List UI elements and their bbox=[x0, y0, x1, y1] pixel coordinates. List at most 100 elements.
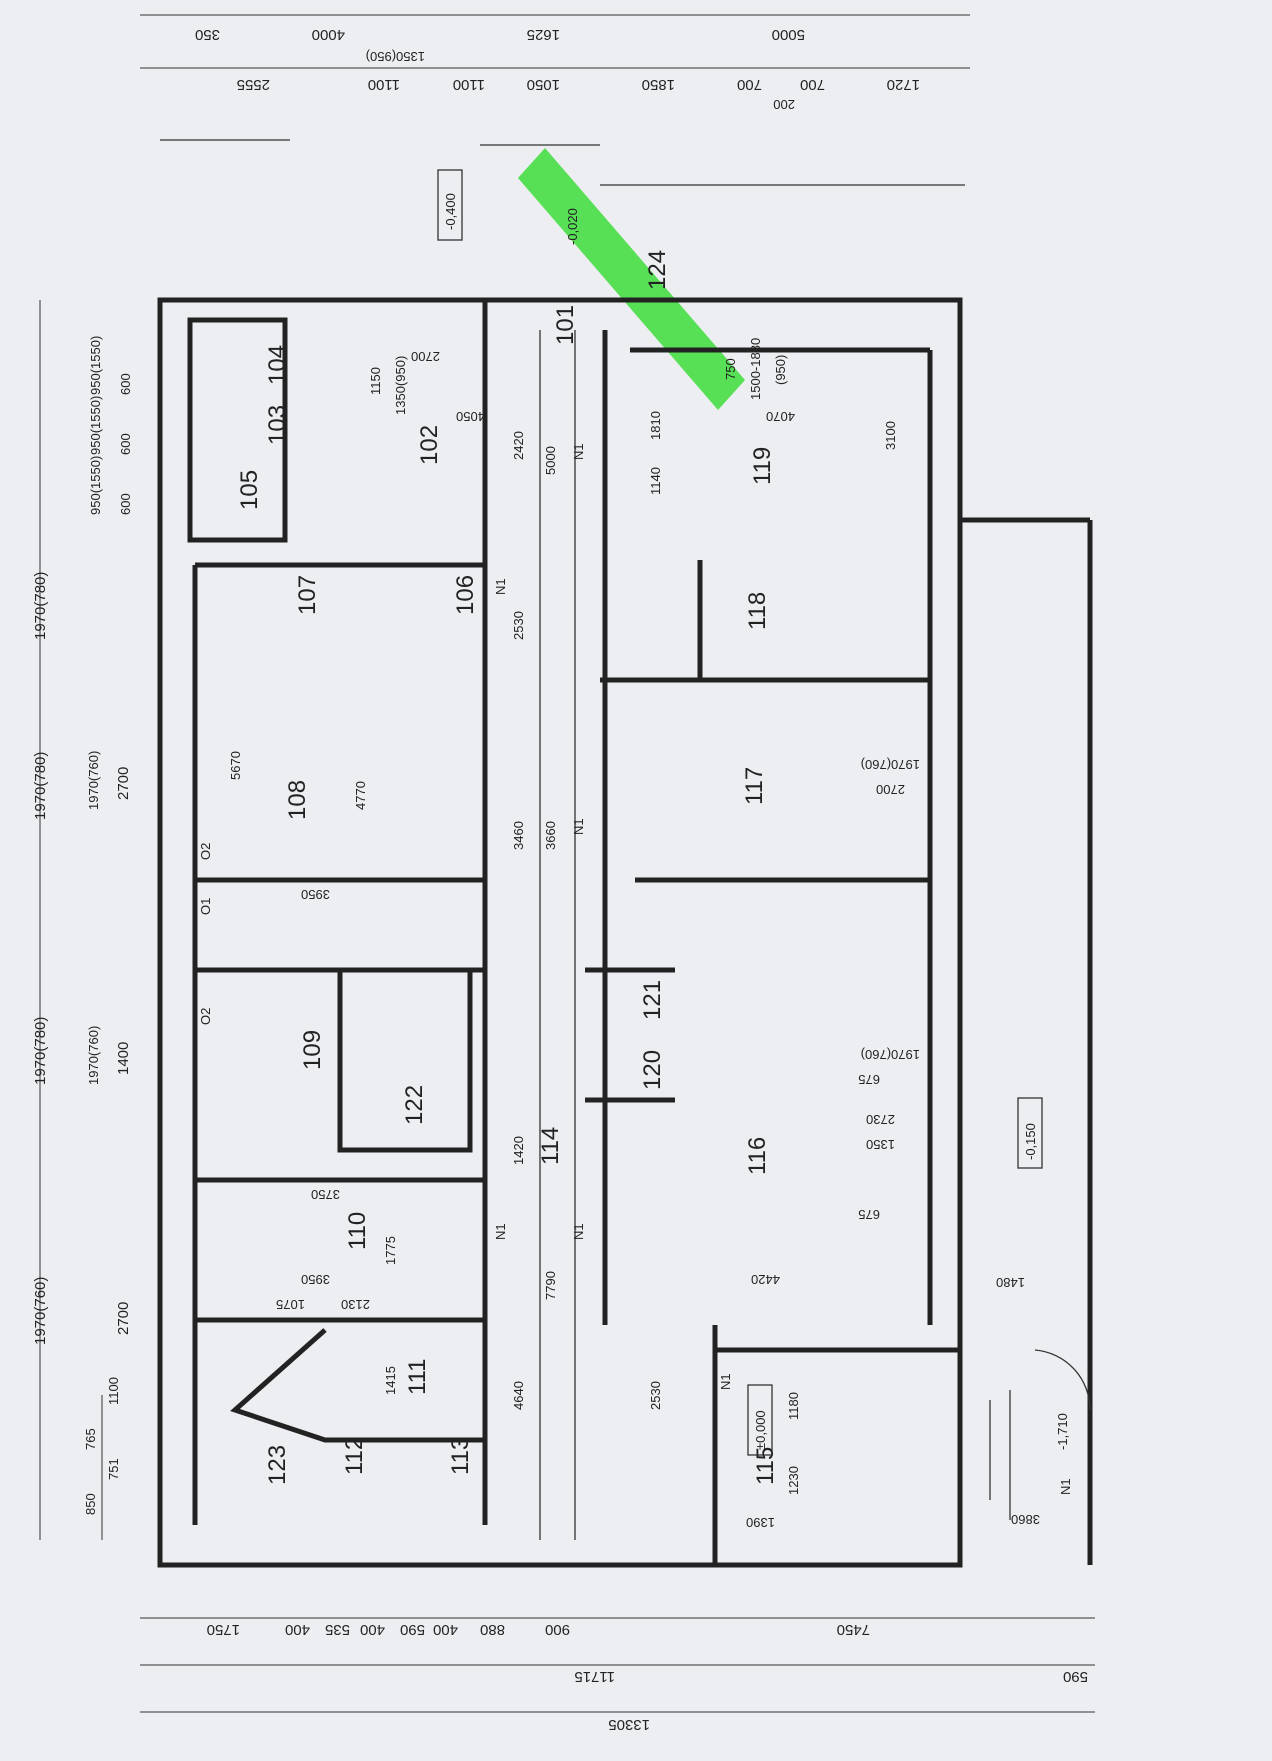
dim-label: 400 bbox=[285, 1621, 310, 1638]
room-121: 121 bbox=[639, 980, 666, 1020]
room-122: 122 bbox=[401, 1085, 428, 1125]
dim-label: 600 bbox=[118, 373, 133, 395]
dim-label: 1970(760) bbox=[861, 1047, 920, 1062]
dim-label: 2700 bbox=[876, 782, 905, 797]
dim-label: 535 bbox=[325, 1621, 350, 1638]
dim-label: 3100 bbox=[883, 421, 898, 450]
dim-label: 4640 bbox=[511, 1381, 526, 1410]
dim-label: 1970(760) bbox=[861, 757, 920, 772]
dim-label: 3660 bbox=[543, 821, 558, 850]
dim-label: 1750 bbox=[207, 1621, 240, 1638]
mark-o1: O1 bbox=[198, 898, 213, 915]
dim-label: 1350(950) bbox=[393, 356, 408, 415]
dim-label: 700 bbox=[737, 76, 762, 93]
room-120: 120 bbox=[639, 1050, 666, 1090]
mark-n1: N1 bbox=[571, 1223, 586, 1240]
dim-label: 751 bbox=[106, 1458, 121, 1480]
dim-label: 675 bbox=[858, 1072, 880, 1087]
dim-label: 590 bbox=[400, 1621, 425, 1638]
room-119: 119 bbox=[749, 447, 776, 485]
dim-label: 2730 bbox=[866, 1112, 895, 1127]
dim-label: 600 bbox=[118, 433, 133, 455]
room-108: 108 bbox=[284, 780, 311, 820]
dim-label: 2530 bbox=[648, 1381, 663, 1410]
dim-label: 1140 bbox=[648, 467, 663, 495]
mark-n1: N1 bbox=[493, 1223, 508, 1240]
dim-label: 750 bbox=[723, 358, 738, 380]
dim-label: 950(1550) bbox=[88, 396, 103, 455]
room-109: 109 bbox=[299, 1030, 326, 1070]
dim-label: 4770 bbox=[353, 781, 368, 810]
dim-label: 7790 bbox=[543, 1271, 558, 1300]
room-106: 106 bbox=[452, 575, 479, 615]
dim-label: 950(1550) bbox=[88, 456, 103, 515]
dim-label: 1970(760) bbox=[86, 1026, 101, 1085]
dim-label: 400 bbox=[360, 1621, 385, 1638]
room-124: 124 bbox=[644, 250, 671, 290]
dim-label: 1420 bbox=[511, 1136, 526, 1165]
dim-label: 3460 bbox=[511, 821, 526, 850]
dim-label: 1970(780) bbox=[32, 1017, 49, 1085]
dim-label: 700 bbox=[800, 76, 825, 93]
elevation-label: ±0,000 bbox=[753, 1410, 768, 1450]
elevation-box bbox=[747, 1384, 773, 1456]
dim-label: 1970(760) bbox=[86, 751, 101, 810]
elevation-label: -0,020 bbox=[565, 208, 580, 245]
dim-label: 3950 bbox=[301, 1272, 330, 1287]
highlight-room-124 bbox=[518, 148, 745, 410]
mark-n1: N1 bbox=[571, 818, 586, 835]
mark-n1: N1 bbox=[571, 443, 586, 460]
dim-label: 850 bbox=[83, 1493, 98, 1515]
room-118: 118 bbox=[744, 592, 771, 630]
dim-label: 1050 bbox=[527, 76, 560, 93]
dim-label: 1500-1880 bbox=[748, 338, 763, 400]
dim-label: 200 bbox=[773, 97, 795, 112]
dim-label: 1075 bbox=[276, 1297, 305, 1312]
dim-label: 4420 bbox=[751, 1272, 780, 1287]
room-114: 114 bbox=[537, 1127, 564, 1165]
elevation-label: -1,710 bbox=[1055, 1413, 1070, 1450]
dim-label: 2700 bbox=[115, 1302, 132, 1335]
dim-label: 1350 bbox=[866, 1137, 895, 1152]
dim-label: 5000 bbox=[543, 446, 558, 475]
dim-label: 1415 bbox=[383, 1366, 398, 1395]
mark-n1: N1 bbox=[493, 578, 508, 595]
dim-label: (950) bbox=[773, 355, 788, 385]
room-103: 103 bbox=[264, 405, 291, 445]
dim-label: 1810 bbox=[648, 411, 663, 440]
dim-label: 1100 bbox=[453, 76, 485, 93]
dim-label: 2130 bbox=[341, 1297, 370, 1312]
dim-label: 3860 bbox=[1011, 1512, 1040, 1527]
dim-label: 1100 bbox=[106, 1377, 121, 1405]
room-112: 112 bbox=[341, 1437, 368, 1475]
dim-label: 1480 bbox=[996, 1275, 1025, 1290]
dim-label: 880 bbox=[480, 1621, 505, 1638]
dimension-lines bbox=[39, 14, 1095, 1713]
dim-label: 1720 bbox=[887, 76, 920, 93]
room-labels: 101 102 103 104 105 106 107 108 109 110 … bbox=[236, 250, 779, 1485]
room-113: 113 bbox=[447, 1437, 474, 1475]
elevation-box bbox=[437, 169, 463, 241]
mark-o2: O2 bbox=[198, 1008, 213, 1025]
dim-label: 5000 bbox=[772, 26, 805, 43]
dim-label: 1150 bbox=[368, 367, 383, 395]
dim-label: 950(1550) bbox=[88, 336, 103, 395]
elevation-box bbox=[1017, 1097, 1043, 1169]
dim-label: 2700 bbox=[115, 767, 132, 800]
dim-label: 2700 bbox=[411, 349, 440, 364]
dim-label: 2555 bbox=[237, 76, 270, 93]
dim-label: 2420 bbox=[511, 431, 526, 460]
room-105: 105 bbox=[236, 470, 263, 510]
room-123: 123 bbox=[264, 1445, 291, 1485]
elevation-marks: -0,400 -0,020 ±0,000 -0,150 -1,710 bbox=[443, 193, 1070, 1450]
top-dimensions: 350 4000 1625 5000 1350(950) 2555 1100 1… bbox=[195, 26, 920, 112]
mark-n1: N1 bbox=[1058, 1478, 1073, 1495]
dim-label: 590 bbox=[1063, 1668, 1088, 1685]
dim-label: 1970(780) bbox=[32, 572, 49, 640]
mark-o2: O2 bbox=[198, 843, 213, 860]
dim-label: 1775 bbox=[383, 1236, 398, 1265]
elevation-label: -0,150 bbox=[1023, 1123, 1038, 1160]
room-117: 117 bbox=[741, 767, 768, 805]
room-104: 104 bbox=[264, 345, 291, 385]
dim-label: 4000 bbox=[312, 26, 345, 43]
